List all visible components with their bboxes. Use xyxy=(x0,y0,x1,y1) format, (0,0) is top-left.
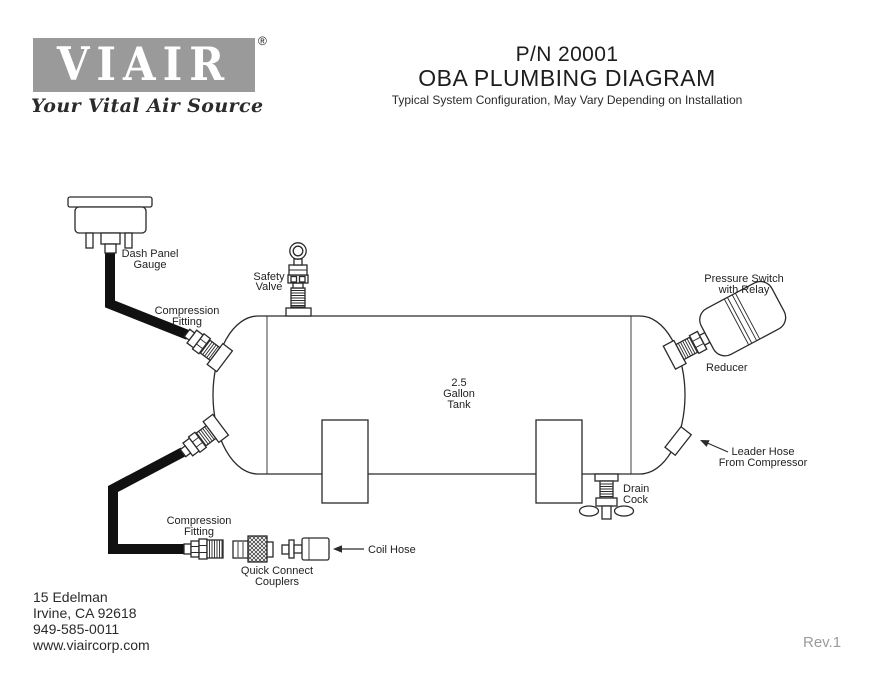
compression-fitting-lower-label: Compression xyxy=(167,515,232,527)
revision-label: Rev.1 xyxy=(803,634,842,651)
tank-leg-left xyxy=(321,419,369,504)
viair-logo: VIAIR xyxy=(33,38,255,92)
compression-fitting-upper-icon xyxy=(183,328,234,373)
coil-hose-label: Coil Hose xyxy=(368,544,416,556)
quick-connect-couplers-icon xyxy=(232,535,330,563)
reducer-label: Reducer xyxy=(706,362,748,374)
page-title: OBA PLUMBING DIAGRAM xyxy=(418,65,716,91)
compression-fitting-upper-label: Compression xyxy=(155,305,220,317)
quick-connect-couplers-label: Quick Connect xyxy=(241,565,313,577)
tank-label: 2.5 xyxy=(451,377,466,389)
tank-leg-right xyxy=(535,419,583,504)
gauge-hose xyxy=(105,251,190,340)
safety-valve-label-line2: Valve xyxy=(256,281,283,293)
address-line2: Irvine, CA 92618 xyxy=(33,605,137,621)
tank-label-line2: Gallon xyxy=(443,388,475,400)
viair-logo-text: VIAIR xyxy=(56,38,232,91)
compression-fitting-upper-label-line2: Fitting xyxy=(172,316,202,328)
tank-outlet-hose xyxy=(108,447,186,554)
registered-trademark-symbol: ® xyxy=(258,34,267,48)
logo-tagline: Your Vital Air Source xyxy=(31,95,264,117)
page-subtitle: Typical System Configuration, May Vary D… xyxy=(391,93,743,107)
website-url: www.viaircorp.com xyxy=(33,637,150,653)
coil-hose-arrow xyxy=(333,545,364,553)
tank-outlet-fitting-icon xyxy=(179,413,230,458)
pressure-switch-label: Pressure Switch xyxy=(704,273,783,285)
compression-fitting-lower-label-line2: Fitting xyxy=(184,526,214,538)
pressure-switch-label-line2: with Relay xyxy=(718,284,770,296)
air-tank xyxy=(212,315,686,504)
phone-number: 949-585-0011 xyxy=(33,621,120,637)
quick-connect-couplers-label-line2: Couplers xyxy=(255,576,300,588)
title-block: P/N 20001 OBA PLUMBING DIAGRAM Typical S… xyxy=(330,44,804,109)
leader-hose-label: Leader Hose xyxy=(732,446,795,458)
safety-valve-icon xyxy=(285,242,312,317)
compression-fitting-lower-icon xyxy=(183,538,224,560)
diagram-labels: Dash Panel Gauge Compression Fitting Saf… xyxy=(122,248,808,588)
dash-panel-gauge-icon xyxy=(67,196,153,254)
dash-panel-gauge-label-line2: Gauge xyxy=(133,259,166,271)
part-number: P/N 20001 xyxy=(515,43,619,66)
address-line1: 15 Edelman xyxy=(33,589,108,605)
safety-valve-label: Safety xyxy=(253,271,285,283)
drain-cock-icon xyxy=(578,473,635,520)
leader-hose-arrow xyxy=(700,440,729,453)
leader-hose-label-line2: From Compressor xyxy=(719,457,808,469)
company-address: 15 Edelman Irvine, CA 92618 949-585-0011… xyxy=(33,589,150,653)
leader-hose-port xyxy=(664,425,693,457)
dash-panel-gauge-label: Dash Panel xyxy=(122,248,179,260)
pressure-switch-icon xyxy=(662,280,787,370)
drain-cock-label: Drain xyxy=(623,483,649,495)
drain-cock-label-line2: Cock xyxy=(623,494,649,506)
tank-label-line3: Tank xyxy=(447,399,471,411)
